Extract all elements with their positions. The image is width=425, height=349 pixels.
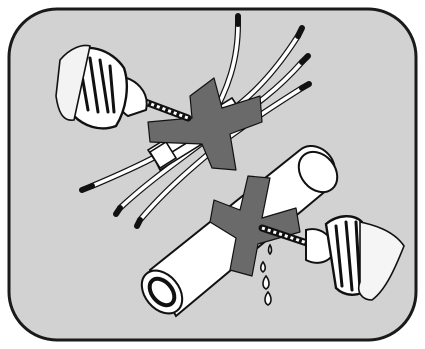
drilling-hazard-illustration <box>0 0 425 349</box>
